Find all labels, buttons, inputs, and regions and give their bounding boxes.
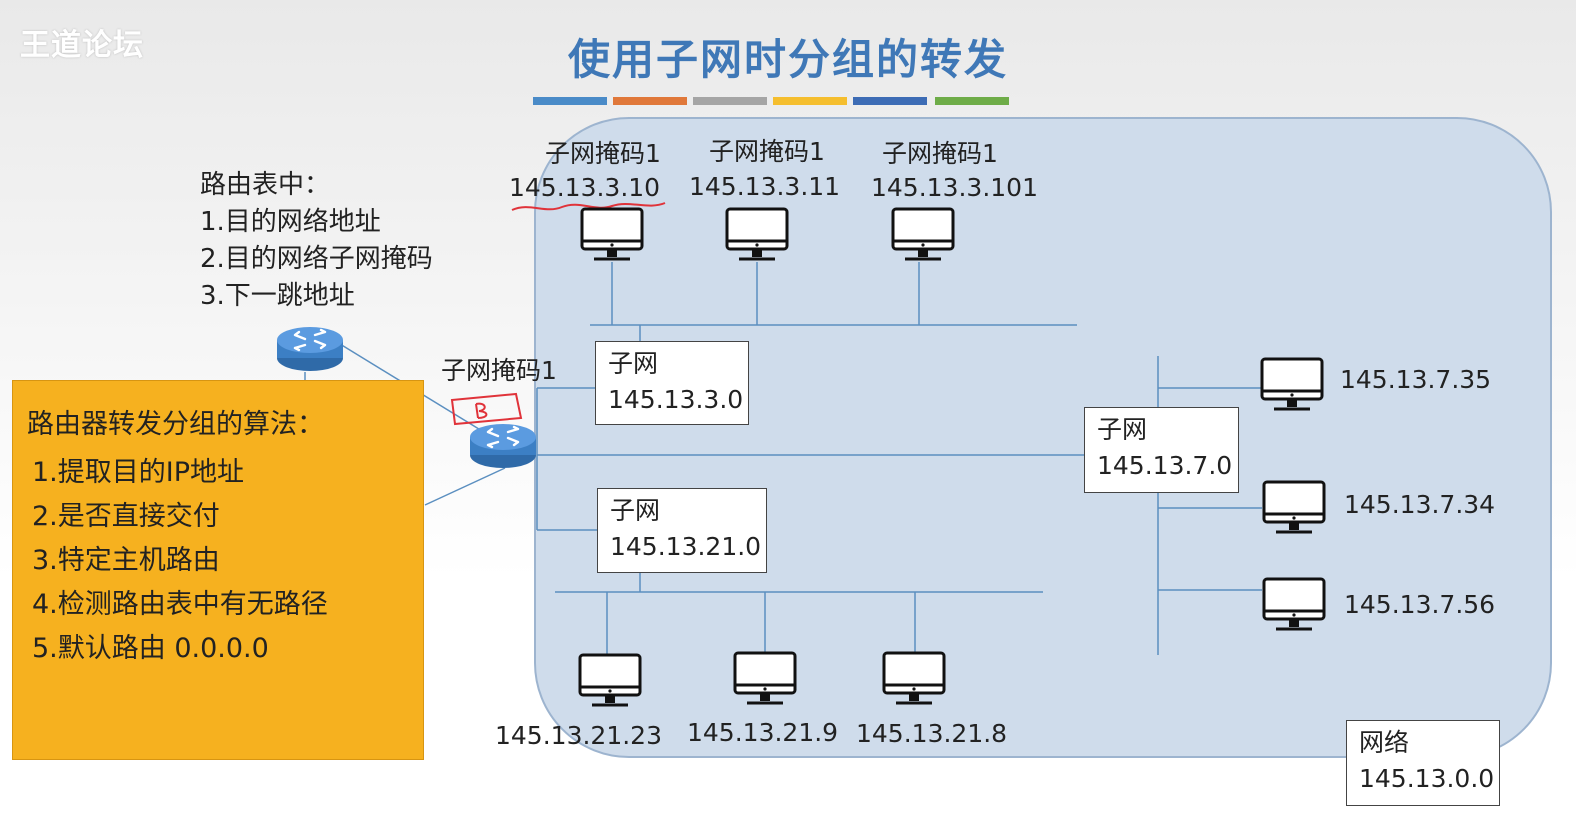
external-router-icon (277, 327, 343, 371)
computer-icon (733, 651, 797, 705)
subnet-label: 子网 (610, 496, 661, 525)
subnet-address: 145.13.3.0 (608, 385, 744, 414)
router-mask-label: 子网掩码1 (441, 356, 557, 385)
subnet-label: 子网 (608, 349, 659, 378)
host-mask-label: 子网掩码1 (882, 139, 998, 168)
slide-title: 使用子网时分组的转发 (567, 35, 1008, 84)
host-ip-label: 145.13.7.34 (1344, 490, 1496, 519)
algorithm-step: 2.是否直接交付 (32, 501, 220, 532)
algorithm-step: 3.特定主机路由 (32, 545, 220, 576)
computer-icon (725, 207, 789, 261)
subnet-address: 145.13.7.0 (1097, 451, 1233, 480)
title-stripe-4 (773, 97, 847, 105)
routing-table-heading: 路由表中： (200, 170, 331, 200)
computer-icon (1260, 357, 1324, 411)
computer-icon (578, 653, 642, 707)
routing-table-note: 路由表中： 1.目的网络地址 2.目的网络子网掩码 3.下一跳地址 (200, 167, 433, 315)
host-ip-label: 145.13.7.56 (1344, 590, 1496, 619)
computer-icon (882, 651, 946, 705)
computer-icon (891, 207, 955, 261)
host-ip-label: 145.13.7.35 (1340, 365, 1492, 394)
subnet-router-icon (470, 424, 536, 468)
subnet-label: 子网 (1097, 415, 1148, 444)
title-stripe-6 (935, 97, 1009, 105)
red-annotation-marks (450, 202, 666, 426)
network-area (534, 117, 1552, 758)
title-stripe-5 (853, 97, 927, 105)
host-ip-label: 145.13.3.11 (689, 172, 841, 201)
subnet-address: 145.13.21.0 (610, 532, 762, 561)
computer-icon (1262, 577, 1326, 631)
algorithm-step: 4.检测路由表中有无路径 (32, 589, 328, 620)
host-ip-label: 145.13.3.10 (509, 173, 661, 202)
network-address: 145.13.0.0 (1359, 764, 1495, 793)
subnet-box-3: 子网 145.13.3.0 (595, 341, 749, 425)
title-stripe-3 (693, 97, 767, 105)
computer-icon (580, 207, 644, 261)
algorithm-step: 5.默认路由 0.0.0.0 (32, 633, 269, 664)
host-ip-label: 145.13.21.23 (495, 721, 662, 750)
host-ip-label: 145.13.3.101 (871, 173, 1038, 202)
network-box: 网络 145.13.0.0 (1346, 720, 1500, 806)
routing-table-item: 1.目的网络地址 (200, 207, 381, 237)
subnet-box-21: 子网 145.13.21.0 (597, 488, 767, 573)
host-ip-label: 145.13.21.9 (687, 718, 839, 747)
network-label: 网络 (1359, 728, 1410, 757)
watermark: 王道论坛 (20, 28, 144, 63)
computer-icon (1262, 480, 1326, 534)
title-stripe-2 (613, 97, 687, 105)
algorithm-heading: 路由器转发分组的算法： (27, 409, 324, 440)
forwarding-algorithm-box: 路由器转发分组的算法： 1.提取目的IP地址 2.是否直接交付 3.特定主机路由… (12, 380, 424, 760)
host-ip-label: 145.13.21.8 (856, 719, 1008, 748)
title-stripe-1 (533, 97, 607, 105)
routing-table-item: 3.下一跳地址 (200, 281, 355, 311)
routing-table-item: 2.目的网络子网掩码 (200, 244, 433, 274)
host-mask-label: 子网掩码1 (545, 139, 661, 168)
algorithm-step: 1.提取目的IP地址 (32, 457, 245, 488)
host-mask-label: 子网掩码1 (709, 137, 825, 166)
subnet-box-7: 子网 145.13.7.0 (1084, 407, 1239, 493)
